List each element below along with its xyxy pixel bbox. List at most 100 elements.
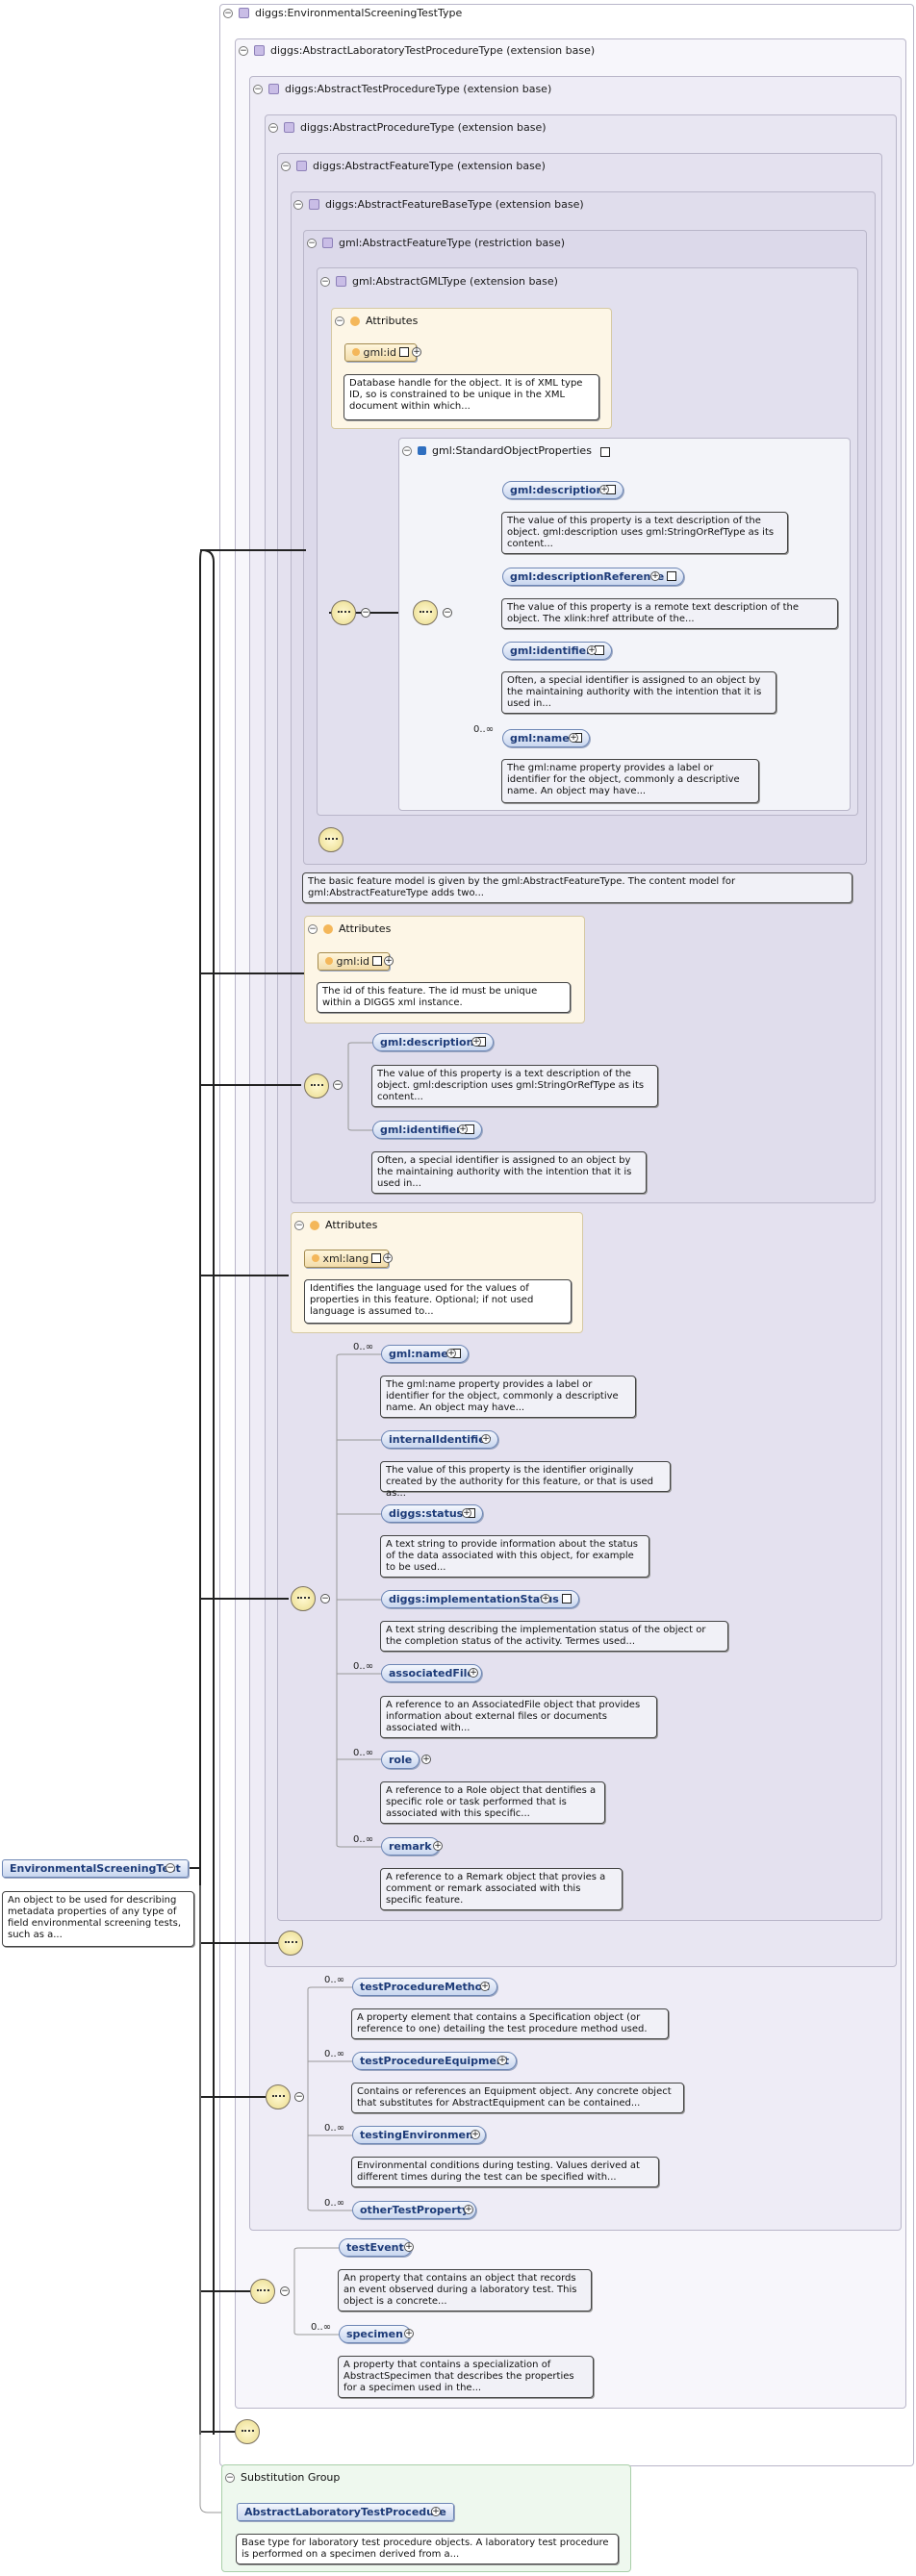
sequence-icon[interactable] — [250, 2279, 275, 2304]
element-test-event[interactable]: testEvent — [339, 2238, 412, 2257]
expand-icon[interactable]: + — [569, 733, 578, 743]
expand-icon[interactable]: + — [599, 485, 609, 494]
sequence-icon[interactable] — [318, 827, 344, 852]
element-gml-identifier[interactable]: gml:identifier — [372, 1121, 482, 1139]
expand-icon[interactable]: + — [383, 1253, 393, 1263]
attribute-gml-id[interactable]: gml:id — [344, 343, 417, 362]
collapse-icon[interactable]: − — [320, 276, 330, 287]
element-role[interactable]: role — [381, 1751, 420, 1769]
element-gml-description-reference[interactable]: gml:descriptionReference — [502, 568, 685, 586]
sequence-icon[interactable] — [291, 1586, 316, 1611]
cardinality-label: 0..∞ — [353, 1748, 374, 1758]
cardinality-label: 0..∞ — [311, 2322, 332, 2333]
expand-icon[interactable]: + — [421, 1755, 431, 1764]
expand-icon[interactable]: + — [541, 1594, 550, 1604]
sequence-icon[interactable] — [331, 600, 356, 625]
element-description: Base type for laboratory test procedure … — [236, 2534, 619, 2564]
element-remark[interactable]: remark — [381, 1837, 440, 1856]
element-test-procedure-equipment[interactable]: testProcedureEquipment — [352, 2052, 518, 2070]
element-abstract-laboratory-test-procedure[interactable]: AbstractLaboratoryTestProcedure — [237, 2503, 454, 2521]
expand-icon[interactable]: + — [480, 1982, 490, 1991]
collapse-icon[interactable]: − — [320, 1594, 330, 1604]
element-gml-description[interactable]: gml:description — [372, 1033, 495, 1051]
attribute-icon — [310, 1220, 319, 1230]
collapse-icon[interactable]: − — [443, 608, 452, 618]
sequence-icon[interactable] — [235, 2419, 260, 2444]
collapse-icon[interactable]: − — [281, 161, 291, 171]
root-element[interactable]: EnvironmentalScreeningTest — [2, 1859, 189, 1878]
attribute-icon — [325, 957, 333, 965]
expand-icon[interactable]: + — [462, 1508, 471, 1518]
collapse-icon[interactable]: − — [239, 45, 248, 56]
collapse-icon[interactable]: − — [361, 608, 370, 618]
expand-icon[interactable]: + — [481, 1434, 491, 1444]
cardinality-label: 0..∞ — [353, 1342, 374, 1352]
type-header: − gml:AbstractGMLType (extension base) — [320, 275, 558, 288]
element-description: A property element that contains a Speci… — [351, 2008, 669, 2039]
expand-icon[interactable]: + — [433, 1841, 443, 1851]
collapse-icon[interactable]: − — [307, 238, 317, 248]
expand-icon[interactable]: + — [471, 1037, 481, 1047]
expand-icon[interactable]: + — [587, 645, 597, 655]
cardinality-label: 0..∞ — [473, 724, 495, 735]
element-description: The gml:name property provides a label o… — [380, 1376, 636, 1418]
element-description: Contains or references an Equipment obje… — [351, 2083, 684, 2113]
collapse-icon[interactable]: − — [335, 316, 344, 326]
collapse-icon[interactable]: − — [253, 84, 263, 94]
cardinality-label: 0..∞ — [324, 2049, 345, 2059]
reference-icon — [667, 571, 677, 581]
expand-icon[interactable]: + — [497, 2056, 507, 2065]
expand-icon[interactable]: + — [412, 347, 421, 357]
expand-icon[interactable]: + — [458, 1124, 468, 1134]
collapse-icon[interactable]: − — [293, 199, 303, 210]
sequence-icon[interactable] — [266, 2084, 291, 2109]
collapse-icon[interactable]: − — [223, 8, 233, 18]
collapse-icon[interactable]: − — [225, 2472, 235, 2483]
cardinality-label: 0..∞ — [324, 1975, 345, 1985]
element-associated-file[interactable]: associatedFile — [381, 1664, 482, 1682]
expand-icon[interactable]: + — [446, 1349, 456, 1358]
collapse-icon[interactable]: − — [268, 122, 278, 133]
sequence-icon[interactable] — [304, 1073, 329, 1099]
expand-icon[interactable]: + — [469, 1668, 478, 1678]
element-gml-name[interactable]: gml:name — [502, 729, 590, 747]
collapse-icon[interactable]: − — [294, 2092, 304, 2102]
collapse-icon[interactable]: − — [294, 1220, 304, 1230]
element-diggs-status[interactable]: diggs:status — [381, 1504, 484, 1523]
sequence-icon[interactable] — [413, 600, 438, 625]
element-other-test-property[interactable]: otherTestProperty — [352, 2201, 477, 2219]
expand-icon[interactable]: − — [165, 1863, 175, 1873]
element-description: An property that contains an object that… — [338, 2269, 592, 2311]
group-icon — [418, 446, 426, 455]
element-diggs-implementation-status[interactable]: diggs:implementationStatus — [381, 1590, 579, 1608]
element-internal-identifier[interactable]: internalIdentifier — [381, 1430, 499, 1449]
element-description: A text string describing the implementat… — [380, 1621, 728, 1652]
expand-icon[interactable]: + — [650, 571, 660, 581]
element-gml-description[interactable]: gml:description — [502, 481, 624, 499]
collapse-icon[interactable]: − — [333, 1080, 343, 1090]
attribute-description: Identifies the language used for the val… — [304, 1279, 572, 1324]
expand-icon[interactable]: + — [471, 2130, 480, 2139]
expand-icon[interactable]: + — [431, 2507, 441, 2516]
sequence-icon[interactable] — [278, 1931, 303, 1956]
expand-icon[interactable]: + — [384, 956, 394, 966]
type-header: − diggs:AbstractFeatureType (extension b… — [281, 160, 546, 172]
attribute-xml-lang[interactable]: xml:lang — [304, 1250, 390, 1268]
element-description: The gml:name property provides a label o… — [501, 759, 759, 803]
element-testing-environment[interactable]: testingEnvironment — [352, 2126, 487, 2144]
expand-icon[interactable]: + — [404, 2329, 414, 2338]
complex-type-icon — [336, 276, 346, 287]
group-header: − gml:StandardObjectProperties — [402, 444, 610, 457]
expand-icon[interactable]: + — [404, 2242, 414, 2252]
expand-icon[interactable]: + — [464, 2205, 473, 2214]
attribute-gml-id[interactable]: gml:id — [318, 952, 390, 971]
attributes-title: Attributes — [339, 922, 392, 935]
type-header: − diggs:AbstractLaboratoryTestProcedureT… — [239, 44, 595, 57]
collapse-icon[interactable]: − — [402, 445, 412, 456]
element-test-procedure-method[interactable]: testProcedureMethod — [352, 1978, 498, 1996]
element-gml-name[interactable]: gml:name — [381, 1345, 469, 1363]
element-specimen[interactable]: specimen — [339, 2325, 411, 2343]
collapse-icon[interactable]: − — [280, 2286, 290, 2296]
collapse-icon[interactable]: − — [308, 923, 318, 934]
complex-type-icon — [268, 84, 279, 94]
